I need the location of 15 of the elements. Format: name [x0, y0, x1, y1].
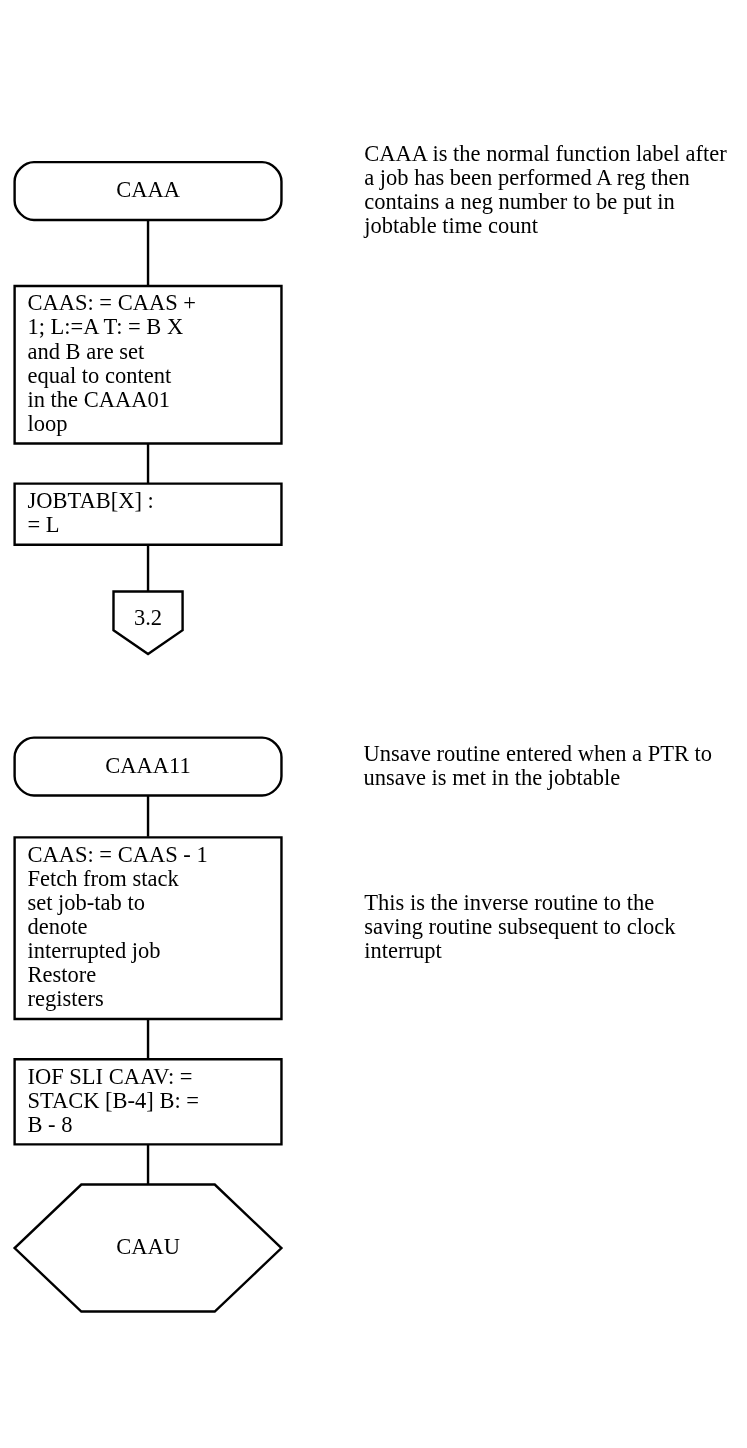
- node-label: Unsave routine entered when a PTR to unsave is met in the jobtable: [363, 740, 713, 790]
- connector: [146, 1144, 150, 1185]
- connector: [146, 795, 150, 837]
- connector: [146, 220, 150, 286]
- node-box: CAAS: = CAAS + 1; L:=A T: = B X and B are set equal to content in the CAAA01 loop: [13, 284, 283, 445]
- connector: [146, 1019, 150, 1059]
- node-box: CAAA: [13, 160, 283, 222]
- node-box: CAAA11: [13, 736, 283, 797]
- connector: [146, 443, 150, 483]
- node-box: CAAS: = CAAS - 1 Fetch from stack set job-tab to denote interrupted job Restore registers: [13, 836, 283, 1021]
- connector: [146, 544, 150, 592]
- node-label: CAAA is the normal function label after a job has been performed A reg then contains a neg number to be put in jobtable time count: [364, 140, 727, 239]
- node-label: This is the inverse routine to the saving routine subsequent to clock interrupt: [364, 890, 676, 964]
- node-box: JOBTAB[X] : = L: [13, 482, 283, 546]
- node-box: IOF SLI CAAV: = STACK [B-4] B: = B - 8: [13, 1057, 283, 1146]
